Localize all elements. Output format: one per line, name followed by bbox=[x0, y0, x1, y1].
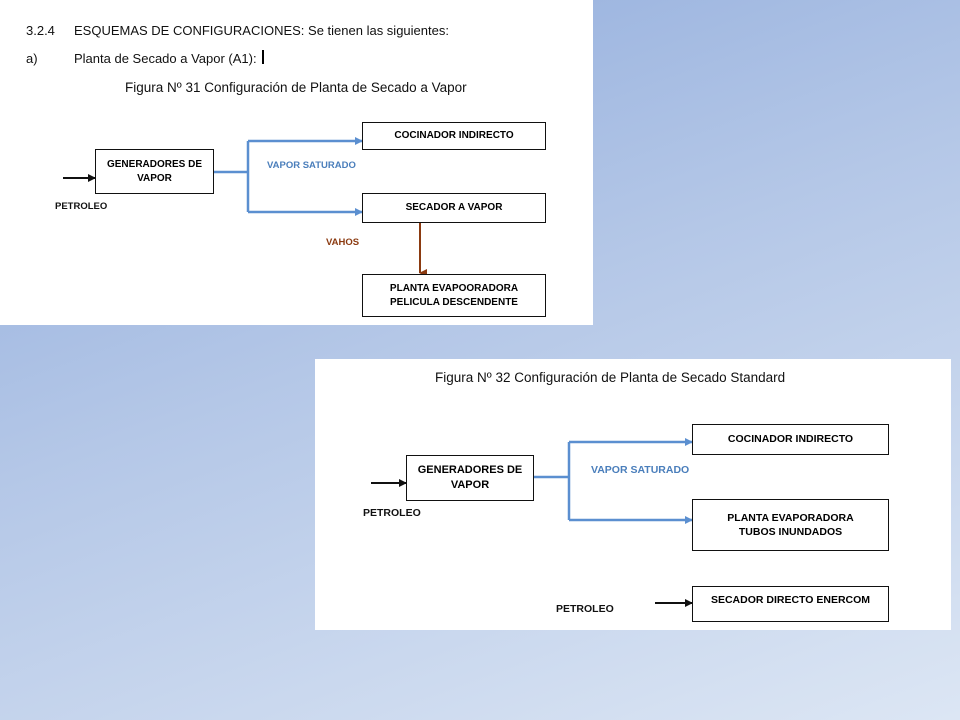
box-line: PELICULA DESCENDENTE bbox=[390, 296, 518, 308]
box-line: VAPOR bbox=[450, 479, 490, 491]
box-planta-evaporadora: PLANTA EVAPORADORA TUBOS INUNDADOS bbox=[692, 499, 889, 551]
box-generadores-de-vapor: GENERADORES DE VAPOR bbox=[406, 455, 534, 501]
section-heading: ESQUEMAS DE CONFIGURACIONES: Se tienen l… bbox=[74, 23, 449, 38]
box-secador-a-vapor: SECADOR A VAPOR bbox=[362, 193, 546, 223]
box-line: VAPOR bbox=[137, 172, 172, 184]
label-petroleo: PETROLEO bbox=[55, 201, 108, 212]
label-petroleo-secador: PETROLEO bbox=[556, 603, 614, 615]
box-line: TUBOS INUNDADOS bbox=[738, 526, 843, 538]
box-cocinador-indirecto: COCINADOR INDIRECTO bbox=[692, 424, 889, 455]
label-vahos: VAHOS bbox=[326, 237, 360, 248]
item-letter: a) bbox=[26, 51, 38, 66]
label-vapor-saturado: VAPOR SATURADO bbox=[267, 160, 356, 171]
box-line: COCINADOR INDIRECTO bbox=[727, 433, 854, 446]
figure-32-panel: Figura Nº 32 Configuración de Planta de … bbox=[315, 359, 951, 630]
label-petroleo: PETROLEO bbox=[363, 507, 421, 519]
box-line: SECADOR DIRECTO ENERCOM bbox=[710, 594, 871, 606]
box-secador-directo-enercom: SECADOR DIRECTO ENERCOM bbox=[692, 586, 889, 622]
box-generadores-de-vapor: GENERADORES DE VAPOR bbox=[95, 149, 214, 194]
box-line: COCINADOR INDIRECTO bbox=[394, 130, 514, 142]
box-line: GENERADORES DE bbox=[417, 464, 523, 477]
box-planta-evaporadora: PLANTA EVAPOORADORA PELICULA DESCENDENTE bbox=[362, 274, 546, 317]
item-text: Planta de Secado a Vapor (A1): bbox=[74, 51, 257, 66]
text-cursor bbox=[262, 50, 264, 64]
box-line: SECADOR A VAPOR bbox=[405, 202, 503, 214]
box-cocinador-indirecto: COCINADOR INDIRECTO bbox=[362, 122, 546, 150]
box-line: GENERADORES DE bbox=[106, 159, 202, 170]
figure-31-panel: 3.2.4 ESQUEMAS DE CONFIGURACIONES: Se ti… bbox=[0, 0, 593, 325]
figure-32-connectors bbox=[371, 438, 693, 607]
figure-31-connectors bbox=[63, 137, 427, 277]
box-line: PLANTA EVAPORADORA bbox=[727, 511, 854, 524]
figure-31-caption: Figura Nº 31 Configuración de Planta de … bbox=[125, 80, 467, 95]
label-vapor-saturado: VAPOR SATURADO bbox=[591, 464, 690, 476]
figure-32-caption: Figura Nº 32 Configuración de Planta de … bbox=[435, 370, 786, 385]
section-number: 3.2.4 bbox=[26, 23, 55, 38]
box-line: PLANTA EVAPOORADORA bbox=[389, 283, 519, 294]
